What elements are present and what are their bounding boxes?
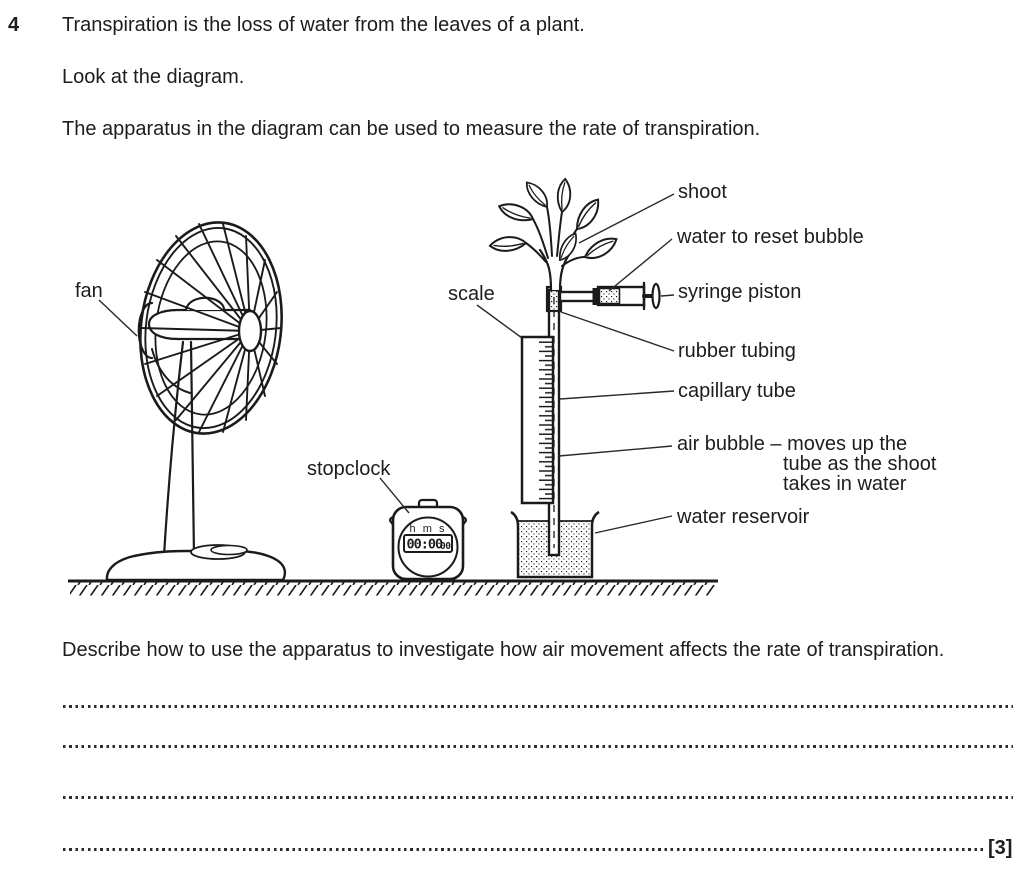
potometer <box>520 285 563 557</box>
stopclock-illustration: h m s 00:00 00 <box>388 498 468 581</box>
label-rubber-tubing: rubber tubing <box>678 340 796 362</box>
label-air-bubble-line3: takes in water <box>783 473 907 495</box>
syringe-water <box>598 287 621 305</box>
label-air-bubble-line1: air bubble – moves up the <box>677 433 907 455</box>
syringe-illustration <box>558 281 661 311</box>
apparatus-diagram: h m s 00:00 00 <box>68 176 937 596</box>
label-capillary-tube: capillary tube <box>678 380 796 402</box>
intro-line-2: Look at the diagram. <box>62 66 245 88</box>
label-water-reservoir: water reservoir <box>676 506 810 528</box>
answer-line[interactable] <box>63 705 1013 708</box>
answer-line[interactable] <box>63 745 1013 748</box>
fan-hub <box>237 309 263 353</box>
stopclock-units-label: h m s <box>410 523 447 535</box>
label-air-bubble-line2: tube as the shoot <box>783 453 937 475</box>
leader-capillary-tube <box>559 390 675 400</box>
label-shoot: shoot <box>678 181 727 203</box>
label-scale: scale <box>448 283 495 305</box>
fan-illustration <box>105 221 287 582</box>
syringe-connector-tube <box>558 290 596 303</box>
intro-line-1: Transpiration is the loss of water from … <box>62 14 585 36</box>
marks-badge: [3] <box>988 837 1013 859</box>
leader-stopclock <box>379 477 410 514</box>
leader-rubber-tubing <box>560 311 675 352</box>
beaker-outline <box>510 510 600 579</box>
leader-fan <box>98 299 138 337</box>
label-fan: fan <box>75 280 103 302</box>
syringe-piston-shape <box>651 282 661 310</box>
stopclock-time-small: 00 <box>440 541 451 552</box>
shoot-illustration <box>488 176 621 292</box>
label-stopclock: stopclock <box>307 458 391 480</box>
label-water-to-reset-bubble: water to reset bubble <box>676 226 864 248</box>
diagram-labels: fan scale stopclock shoot water to reset… <box>75 181 937 528</box>
ground-line <box>68 579 718 596</box>
label-syringe-piston: syringe piston <box>678 281 801 303</box>
leader-water-to-reset <box>608 238 673 292</box>
intro-line-3: The apparatus in the diagram can be used… <box>62 118 761 140</box>
question-prompt: Describe how to use the apparatus to inv… <box>62 639 945 661</box>
question-number: 4 <box>8 14 20 36</box>
stopclock-time-main: 00:00 <box>407 537 444 553</box>
leader-water-reservoir <box>594 515 673 534</box>
scale-ruler <box>520 335 555 505</box>
answer-line[interactable] <box>63 848 985 851</box>
leader-syringe-piston <box>660 294 675 297</box>
leader-shoot <box>578 193 675 244</box>
leader-lines <box>98 193 675 534</box>
leader-air-bubble <box>558 445 673 457</box>
leader-scale <box>476 304 523 339</box>
answer-line[interactable] <box>63 796 1013 799</box>
stopclock-lcd <box>403 534 453 553</box>
